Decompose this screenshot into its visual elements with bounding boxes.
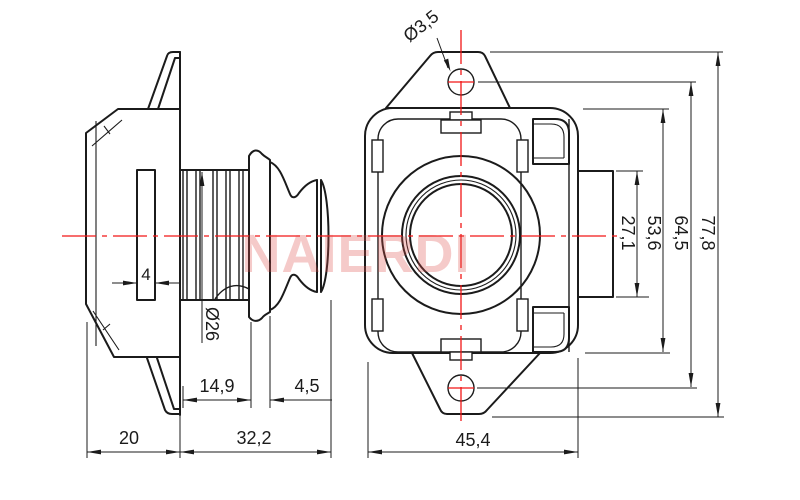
- dim-label-overall-depth: 32,2: [236, 428, 271, 448]
- centerlines: [62, 30, 622, 427]
- side-slot: [136, 169, 156, 301]
- front-bottom-ear: [411, 352, 541, 415]
- dim-label-overall-height: 77,8: [698, 215, 718, 250]
- dim-label-flange-depth: 20: [119, 428, 139, 448]
- side-knob-neck: [269, 161, 318, 311]
- dim-label-thread-diameter: Ø26: [202, 307, 222, 341]
- dim-line-45-4: [367, 358, 579, 458]
- dim-label-body-height: 53,6: [644, 215, 664, 250]
- dim-label-top-hole-diameter: Ø3,5: [399, 6, 442, 46]
- clip-bottom-left: [371, 298, 384, 332]
- dim-label-bolt-height: 27,1: [618, 215, 638, 250]
- dim-label-knob-disc-thickness: 4,5: [294, 376, 319, 396]
- right-extension-lines: [477, 51, 724, 418]
- side-thread-lines: [182, 171, 250, 300]
- side-bottom-ear: [146, 357, 181, 415]
- side-barrel: [179, 169, 251, 301]
- latch-block-bottom-inner: [533, 312, 565, 348]
- dim-label-hole-center-span: 64,5: [671, 215, 691, 250]
- clip-top-right: [516, 139, 529, 173]
- front-view: [364, 51, 614, 415]
- side-flange-outline: [85, 108, 181, 358]
- clip-bottom-right: [516, 298, 529, 332]
- watermark-text: NAIERDI: [241, 224, 470, 284]
- latch-block-top-inner: [533, 123, 565, 159]
- dim-label-body-width: 45,4: [455, 430, 490, 450]
- side-top-ear: [147, 51, 181, 110]
- dim-label-slot-width: 4: [141, 265, 150, 284]
- latch-bolt: [577, 170, 614, 298]
- dim-label-thread-length: 14,9: [199, 376, 234, 396]
- side-flange-facets: [91, 119, 123, 351]
- side-extension-lines: [86, 300, 332, 458]
- clip-top-left: [371, 139, 384, 173]
